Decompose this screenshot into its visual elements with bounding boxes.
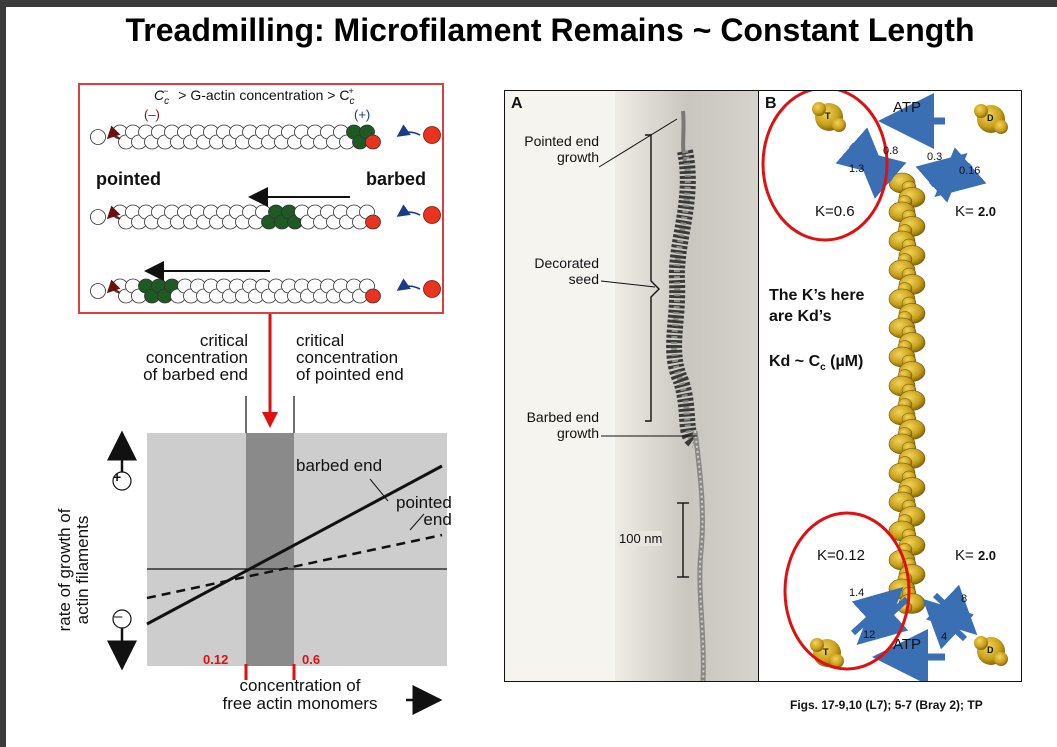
micrograph-panel: A Pointed end growth Decorated seed Barb… (504, 90, 760, 682)
rate-12: 12 (863, 629, 876, 641)
red-oval-top (761, 91, 889, 242)
monomer-d-bottom (974, 636, 1008, 666)
cc-pointed-label: critical concentration of pointed end (296, 331, 404, 384)
minus-symbol: – (114, 608, 123, 625)
monomer-t-bottom (810, 638, 844, 668)
tick-label-0-12: 0.12 (203, 652, 229, 667)
kd-note: The K’s here are Kd’s (769, 285, 865, 327)
atp-top-label: ATP (893, 99, 922, 116)
plus-symbol: + (113, 469, 122, 485)
barbed-end-line (146, 464, 443, 626)
atp-bottom-label: ATP (893, 636, 922, 653)
micrograph-image (598, 91, 759, 681)
pointed-label: pointed (96, 169, 161, 189)
rate-0-8: 0.8 (883, 145, 899, 157)
k-top-right: K= 2.0 (955, 203, 997, 220)
k-bottom-left: K=0.12 (817, 547, 865, 564)
slide-title: Treadmilling: Microfilament Remains ~ Co… (125, 12, 975, 48)
x-axis-label: concentration of free actin monomers (222, 676, 378, 713)
rate-1-4: 1.4 (849, 587, 865, 599)
rate-1-3: 1.3 (849, 163, 865, 175)
kinetics-panel: B ATP ATP T D T D 0.8 1.3 0.3 0.16 K=0.6… (758, 90, 1022, 682)
rate-0-3: 0.3 (927, 151, 943, 163)
t-label-bottom: T (823, 647, 829, 657)
panel-b-letter: B (765, 95, 777, 112)
barbed-end-growth-label: Barbed end growth (526, 409, 599, 441)
decorated-seed-label: Decorated seed (534, 255, 599, 287)
t-label-top: T (825, 111, 831, 121)
barbed-label: barbed (366, 169, 427, 189)
treadmill-schematic-box: Cc− > G-actin concentration > Cc+ (–) (+… (78, 83, 444, 314)
monomer-d-top (974, 104, 1008, 134)
rate-0-16: 0.16 (959, 165, 981, 177)
kinetics-drawing (761, 91, 1008, 681)
filament-rows-drawing (90, 124, 441, 304)
rate-4: 4 (941, 631, 948, 643)
k-top-left: K=0.6 (815, 203, 855, 220)
growth-rate-graph (107, 396, 447, 715)
rate-8: 8 (961, 593, 968, 605)
pointed-end-growth-label: Pointed end growth (524, 133, 599, 165)
minus-end-label: (–) (144, 107, 160, 122)
barbed-end-line-label: barbed end (296, 456, 383, 475)
panel-a-letter: A (511, 95, 523, 112)
tick-label-0-6: 0.6 (302, 652, 321, 667)
cc-barbed-label: critical concentration of barbed end (143, 331, 248, 384)
left-frame-bar (0, 0, 6, 747)
d-label-top: D (987, 113, 994, 123)
graph-background (147, 433, 447, 666)
critical-conc-inequality: Cc− > G-actin concentration > Cc+ (154, 86, 355, 107)
kd-equation: Kd ~ Cc (µM) (769, 353, 864, 374)
pointed-end-line-label: pointed end (396, 493, 452, 529)
pointed-end-line (146, 533, 443, 600)
red-pointer-arrow (262, 314, 278, 428)
y-axis-label: rate of growth of actin filaments (55, 508, 92, 632)
scale-bar-label: 100 nm (619, 531, 663, 546)
d-label-bottom: D (987, 645, 994, 655)
red-oval-bottom (783, 511, 911, 671)
figure-caption: Figs. 17-9,10 (L7); 5-7 (Bray 2); TP (790, 698, 983, 712)
plus-end-label: (+) (354, 107, 371, 122)
top-frame-bar (0, 0, 1057, 7)
k-bottom-right: K= 2.0 (955, 547, 997, 564)
